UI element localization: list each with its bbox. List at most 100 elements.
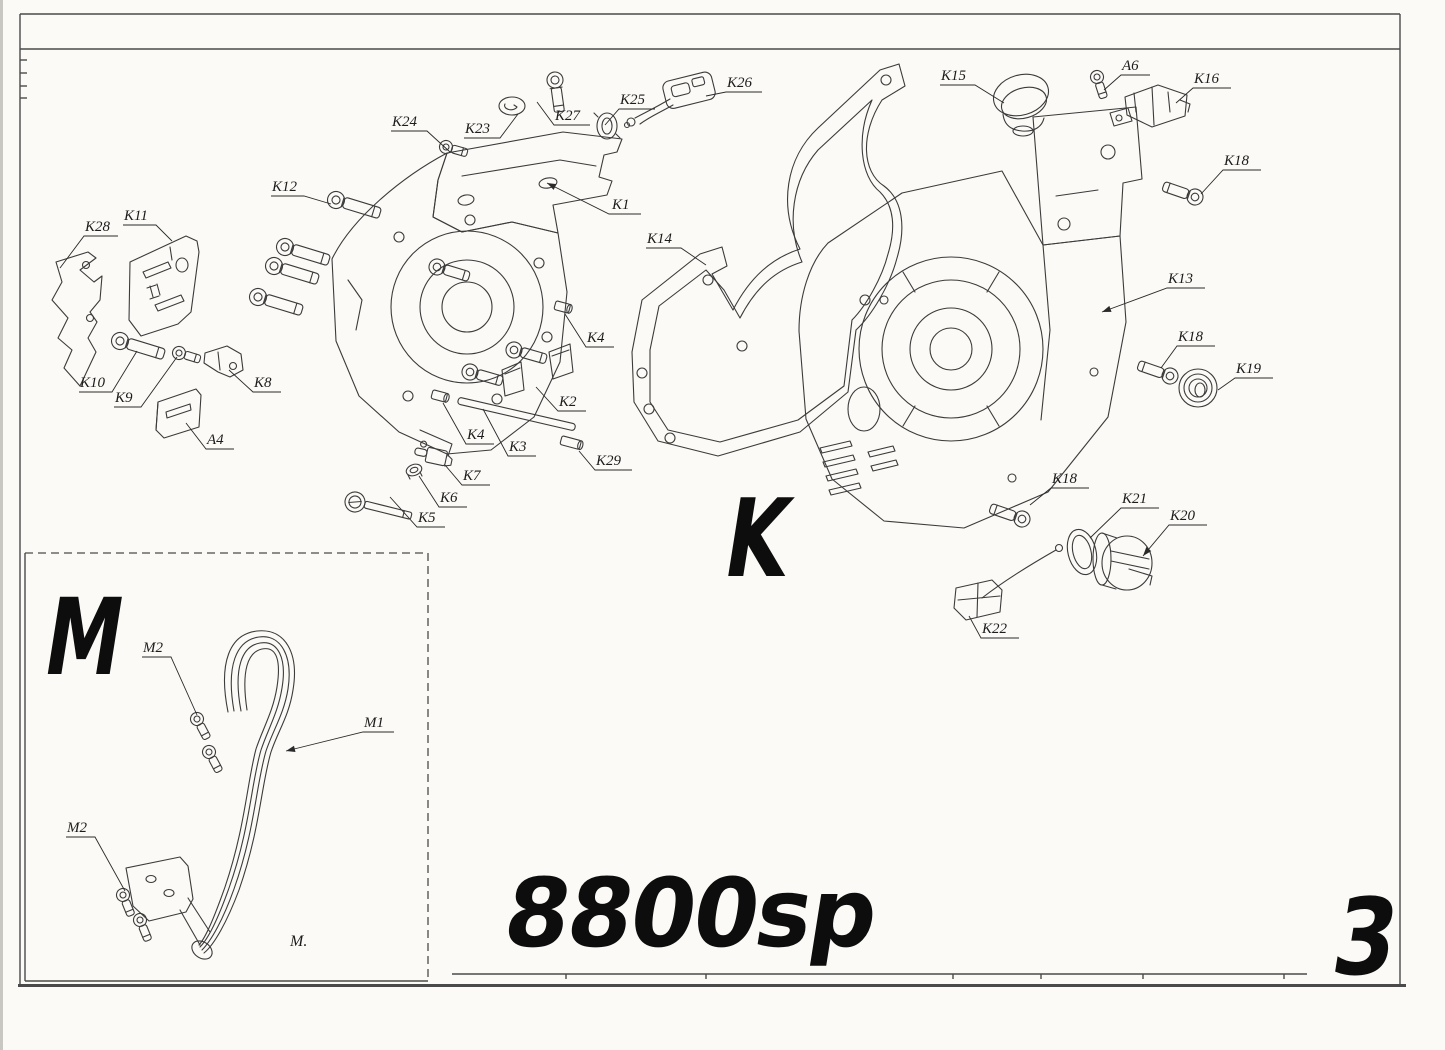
callout-k28: K28	[59, 219, 118, 269]
part-k20-fuel-cap	[1092, 532, 1153, 591]
part-k11-guide-plate	[128, 235, 200, 337]
callout-label-k16: K16	[1193, 71, 1220, 87]
callout-k25: K25	[604, 92, 655, 126]
part-k7-oiler	[414, 440, 453, 467]
callout-k4a: K4	[564, 313, 614, 348]
callout-k21: K21	[1089, 491, 1159, 539]
callout-label-k18a: K18	[1223, 153, 1250, 169]
callout-k4b: K4	[442, 402, 494, 445]
part-k18c-bolt	[987, 499, 1033, 530]
part-a6-screw	[1088, 68, 1111, 101]
callout-label-m1: M1	[363, 715, 384, 731]
callout-label-k6: K6	[439, 490, 458, 506]
m-section-box	[24, 552, 429, 982]
callout-k24: K24	[391, 114, 451, 153]
part-k4b-pin	[430, 389, 451, 404]
callout-label-k5: K5	[417, 510, 436, 526]
part-k28-bumper-spike	[51, 251, 103, 387]
leader-arrowhead	[547, 183, 557, 190]
callout-k23: K23	[464, 113, 519, 139]
callout-label-k1: K1	[611, 197, 630, 213]
part-k19-seal	[1178, 368, 1218, 408]
callout-k2: K2	[535, 386, 586, 412]
callout-a4: A4	[185, 422, 234, 450]
callout-k10: K10	[79, 350, 138, 393]
part-k14-gasket	[631, 63, 906, 457]
callout-label-k13: K13	[1167, 271, 1193, 287]
callout-label-k2: K2	[558, 394, 577, 410]
part-k21-ring	[1066, 528, 1098, 576]
part-k8-bracket	[203, 345, 244, 378]
callout-k16: K16	[1175, 71, 1231, 104]
callout-label-k25: K25	[619, 92, 646, 108]
callout-k6: K6	[418, 475, 467, 508]
callout-k12: K12	[271, 179, 332, 205]
frame-tick-marks	[20, 59, 27, 99]
part-k3-rod	[457, 397, 576, 431]
callout-k18c: K18	[1029, 471, 1089, 506]
part-k16-switch	[1109, 84, 1191, 128]
callout-label-a4: A4	[206, 432, 224, 448]
callout-k11: K11	[123, 208, 173, 242]
part-k24-screw	[437, 138, 470, 160]
part-k22-fuel-filter	[953, 543, 1064, 621]
scan-edge-artifact	[0, 0, 3, 1050]
callout-label-k11: K11	[123, 208, 148, 224]
callout-label-k20: K20	[1169, 508, 1196, 524]
callout-label-k18c: K18	[1051, 471, 1078, 487]
part-k6-nut	[405, 463, 423, 480]
part-k10-bolt	[108, 329, 168, 364]
callout-label-k23: K23	[464, 121, 490, 137]
callout-label-k28: K28	[84, 219, 111, 235]
callout-label-k19: K19	[1235, 361, 1262, 377]
callout-k9: K9	[114, 356, 178, 408]
callout-k26: K26	[705, 75, 762, 97]
callout-k19: K19	[1217, 361, 1273, 391]
callout-label-k12: K12	[271, 179, 298, 195]
part-k1-crankcase-left	[331, 131, 623, 457]
callout-k3: K3	[482, 408, 536, 457]
callout-label-m2b: M2	[66, 820, 87, 836]
callout-label-k8: K8	[253, 375, 272, 391]
part-k18a-bolt	[1160, 177, 1206, 208]
part-k25-ring	[593, 112, 621, 140]
part-k9-bolt	[170, 344, 203, 367]
callout-label-a6: A6	[1121, 58, 1139, 74]
callout-label-m2a: M2	[142, 640, 163, 656]
part-k15-cap	[992, 73, 1050, 137]
callout-label-k9: K9	[114, 390, 133, 406]
callout-label-k18b: K18	[1177, 329, 1204, 345]
callout-m2a: M2	[142, 640, 198, 716]
callout-k29: K29	[578, 450, 632, 471]
callout-k18b: K18	[1160, 329, 1215, 369]
part-a4-plate	[155, 388, 202, 439]
part-k26-connector	[623, 71, 716, 129]
callout-m1: M1	[285, 715, 394, 752]
callout-label-k3: K3	[508, 439, 527, 455]
callout-label-k4a: K4	[586, 330, 605, 346]
leader-arrowhead	[1102, 305, 1112, 312]
callout-label-k24: K24	[391, 114, 418, 130]
callout-m2b: M2	[66, 820, 126, 892]
callout-k20: K20	[1142, 508, 1207, 557]
part-m1-handle-bar	[125, 630, 295, 960]
leader-arrowhead	[286, 745, 296, 752]
part-m2-screws	[113, 709, 226, 944]
callout-k1: K1	[546, 182, 641, 215]
callout-label-k7: K7	[462, 468, 482, 484]
callout-k18a: K18	[1200, 153, 1261, 195]
model-title: 8800sp	[496, 859, 884, 969]
part-k29-pin	[559, 435, 585, 451]
part-k5-screw	[344, 491, 413, 520]
callout-label-k27: K27	[554, 108, 582, 124]
m-view-caption: M.	[289, 933, 307, 950]
part-k27-screw	[546, 71, 565, 113]
part-k13-crankcase-right	[798, 106, 1143, 529]
part-k23-grommet	[498, 96, 526, 116]
callout-k7: K7	[444, 464, 490, 486]
part-k18b-bolt	[1135, 356, 1181, 387]
part-k12-bolt	[324, 188, 384, 223]
